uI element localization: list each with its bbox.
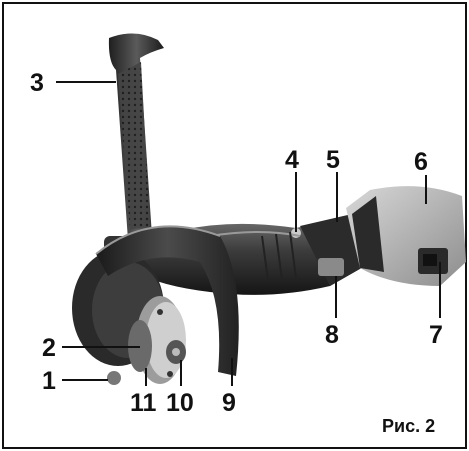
battery-pack	[346, 186, 466, 286]
callout-10: 10	[166, 389, 194, 417]
callout-6: 6	[414, 148, 428, 176]
callout-1: 1	[42, 367, 56, 395]
callout-7: 7	[429, 321, 443, 349]
spindle-lock	[107, 371, 121, 385]
callout-3: 3	[30, 69, 44, 97]
spindle-assembly	[107, 296, 186, 385]
wheel-guard	[95, 225, 239, 376]
callout-2: 2	[42, 334, 56, 362]
callout-5: 5	[326, 146, 340, 174]
power-switch	[318, 258, 344, 276]
callout-9: 9	[222, 389, 236, 417]
callout-11: 11	[130, 389, 157, 417]
side-handle	[108, 33, 164, 240]
leader-lines	[56, 81, 441, 386]
figure-caption: Рис. 2	[382, 416, 435, 436]
callout-4: 4	[285, 146, 299, 174]
callout-8: 8	[325, 321, 339, 349]
